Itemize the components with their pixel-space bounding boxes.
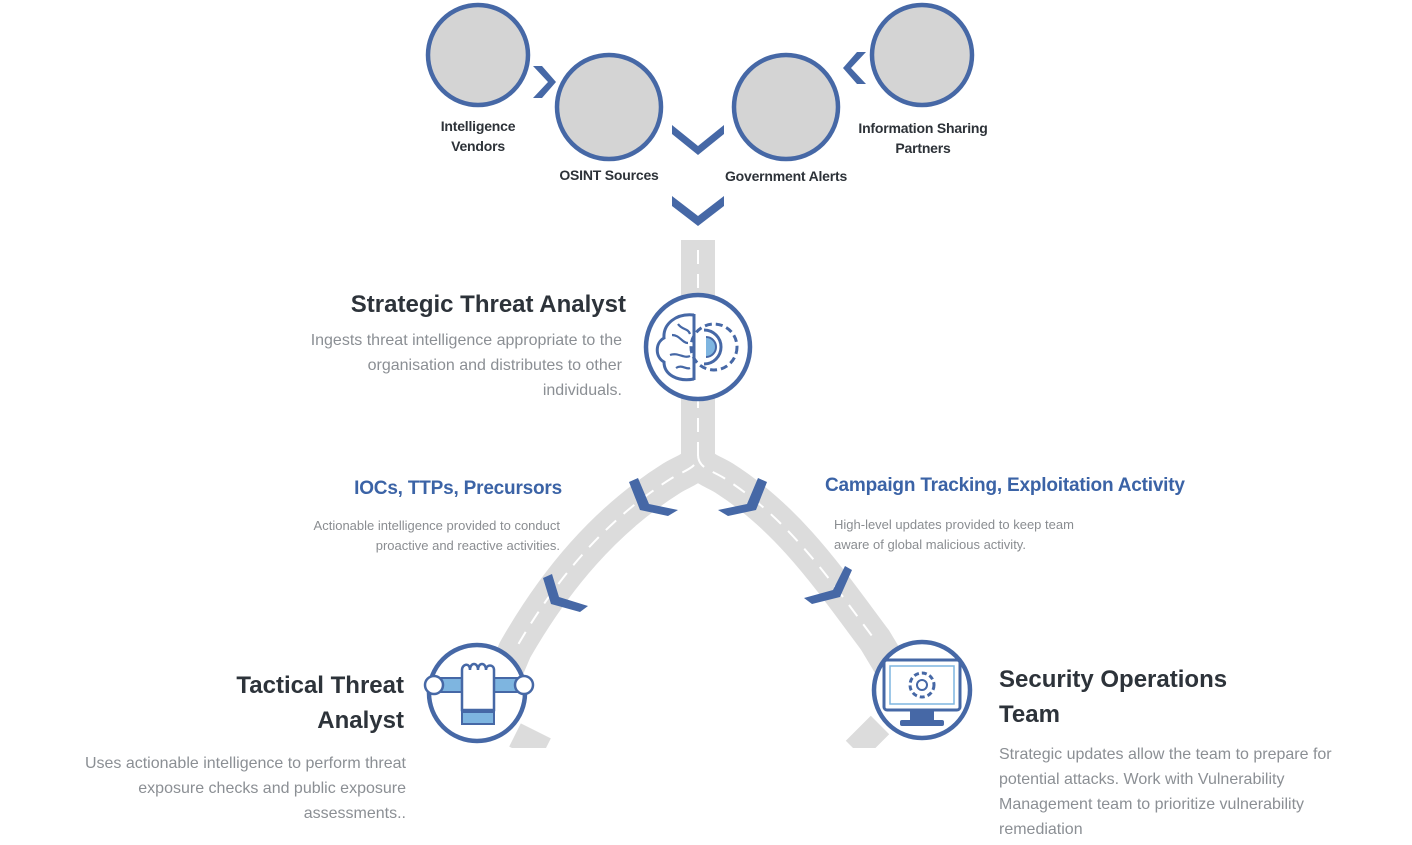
road xyxy=(482,240,905,762)
left-flow-description: Actionable intelligence provided to cond… xyxy=(313,518,560,553)
fist-wrench-icon xyxy=(423,642,535,744)
secops-title: Security Operations Team xyxy=(999,666,1228,728)
chevron-down-icon xyxy=(804,566,852,604)
right-flow-title: Campaign Tracking, Exploitation Activity xyxy=(825,475,1185,496)
tactical-description: Uses actionable intelligence to perform … xyxy=(84,755,406,822)
source-label-government-alerts: Government Alerts xyxy=(724,168,848,184)
secops-description: Strategic updates allow the team to prep… xyxy=(999,746,1332,838)
source-label-intelligence-vendors: Intelligence Vendors xyxy=(440,118,516,154)
chevrons xyxy=(533,52,866,612)
source-circle-intelligence-vendors xyxy=(425,2,531,108)
source-circle-osint xyxy=(554,52,664,162)
road-left-bottom xyxy=(509,723,551,762)
road-right-bottom xyxy=(845,715,890,760)
right-flow-description: High-level updates provided to keep team… xyxy=(834,517,1074,552)
chevron-down-icon xyxy=(718,478,767,516)
chevron-left-icon xyxy=(843,52,866,84)
strategic-description: Ingests threat intelligence appropriate … xyxy=(310,332,622,399)
source-label-osint: OSINT Sources xyxy=(559,167,659,183)
monitor-gear-icon xyxy=(871,639,973,741)
source-circle-government-alerts xyxy=(731,52,841,162)
chevron-down-icon xyxy=(629,478,678,516)
left-flow-title: IOCs, TTPs, Precursors xyxy=(354,478,562,499)
brain-gear-icon xyxy=(643,292,753,402)
source-circle-information-sharing xyxy=(869,2,975,108)
chevron-down-icon xyxy=(672,196,724,226)
chevron-right-icon xyxy=(533,66,556,98)
bottom-mask xyxy=(380,748,1000,845)
source-circles xyxy=(425,2,975,162)
source-label-information-sharing: Information Sharing Partners xyxy=(858,120,988,156)
chevron-down-icon xyxy=(543,574,588,612)
chevron-down-icon xyxy=(672,125,724,155)
strategic-title: Strategic Threat Analyst xyxy=(350,291,626,318)
tactical-title: Tactical Threat Analyst xyxy=(236,672,404,734)
